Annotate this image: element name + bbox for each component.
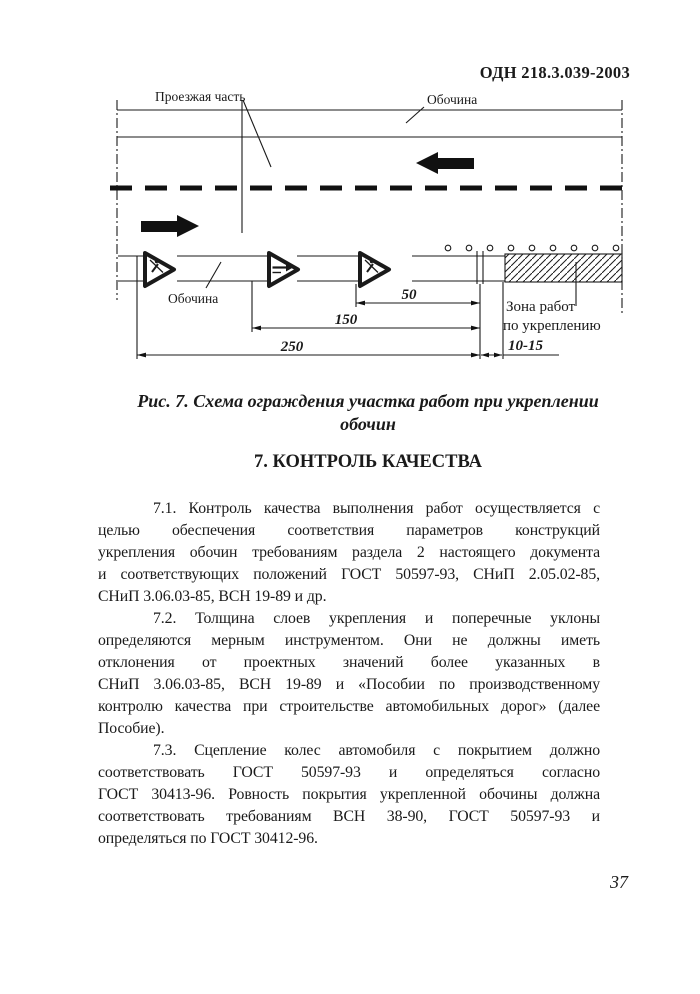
dimension-250-value: 250 (280, 339, 304, 355)
paragraph-7-2-line: Пособие). (98, 720, 165, 737)
figure-caption: Рис. 7. Схема ограждения участка работ п… (100, 390, 636, 436)
bottom-shoulder-strip (118, 255, 505, 282)
dimension-10-15-value: 10-15 (508, 338, 543, 354)
shoulder-bottom-leader (205, 261, 222, 289)
dimension-250: 250 (137, 339, 480, 358)
body-text: 7.1. Контроль качества выполнения работ … (98, 498, 600, 850)
paragraph-7-2-line: отклонения от проектных значений более у… (98, 654, 600, 671)
work-zone-hatch (504, 253, 623, 283)
paragraph-7-2-line: СНиП 3.06.03-85, ВСН 19-89 и «Пособии по… (98, 676, 600, 693)
paragraph-7-2-line: 7.2. Толщина слоев укрепления и поперечн… (153, 610, 600, 627)
paragraph-7-1-line: СНиП 3.06.03-85, ВСН 19-89 и др. (98, 588, 327, 605)
cone-markers (444, 244, 620, 252)
paragraph-7-3-line: соответствовать ГОСТ 50597-93 и определя… (98, 764, 600, 781)
detour-arrow-sign-icon (267, 251, 300, 288)
paragraph-7-1-line: 7.1. Контроль качества выполнения работ … (153, 500, 600, 517)
barrier-double-line (476, 251, 484, 284)
roadworks-sign-icon (358, 251, 391, 288)
paragraph-7-3-line: ГОСТ 30413-96. Ровность покрытия укрепле… (98, 786, 600, 803)
paragraph-7-3-line: определяться по ГОСТ 30412-96. (98, 830, 318, 847)
figure-caption-line1: Рис. 7. Схема ограждения участка работ п… (137, 391, 599, 411)
roadway-label: Проезжая часть (155, 89, 245, 104)
dimension-150-value: 150 (335, 312, 358, 328)
dimension-10-15: 10-15 (481, 338, 559, 358)
paragraph-7-3-line: соответствовать требованиям ВСН 38-90, Г… (98, 808, 600, 825)
dimension-50: 50 (356, 287, 480, 306)
roadway-leader-diagonal (242, 99, 272, 168)
dimension-extension-lines (136, 256, 504, 359)
page-number: 37 (610, 872, 628, 892)
roadworks-sign-icon (143, 251, 176, 288)
paragraph-7-2-line: контролю качества при строительстве авто… (98, 698, 600, 715)
shoulder-top-label: Обочина (427, 92, 477, 107)
figure-caption-line2: обочин (340, 414, 396, 434)
paragraph-7-1-line: и соответствующих положений ГОСТ 50597-9… (98, 566, 600, 583)
document-code-header: ОДН 218.3.039-2003 (479, 63, 630, 82)
section-heading: 7. КОНТРОЛЬ КАЧЕСТВА (254, 452, 482, 472)
work-zone-label-line1: Зона работ (506, 299, 576, 315)
paragraph-7-2-line: определяются мерным инструментом. Они не… (98, 632, 600, 649)
shoulder-top-leader (405, 106, 425, 124)
paragraph-7-1-line: укрепления обочин требованиям раздела 2 … (98, 544, 600, 561)
traffic-arrow-right-icon (141, 215, 199, 237)
shoulder-bottom-label: Обочина (168, 291, 218, 306)
traffic-arrow-left-icon (416, 152, 474, 174)
dimension-150: 150 (252, 312, 480, 331)
figure-7-diagram: Проезжая часть Обочина (110, 89, 626, 359)
paragraph-7-3-line: 7.3. Сцепление колес автомобиля с покрыт… (153, 742, 600, 759)
paragraph-7-1-line: целью обеспечения соответствия параметро… (98, 522, 600, 539)
work-zone-label-line2: по укреплению (503, 318, 601, 334)
dimension-50-value: 50 (402, 287, 418, 303)
